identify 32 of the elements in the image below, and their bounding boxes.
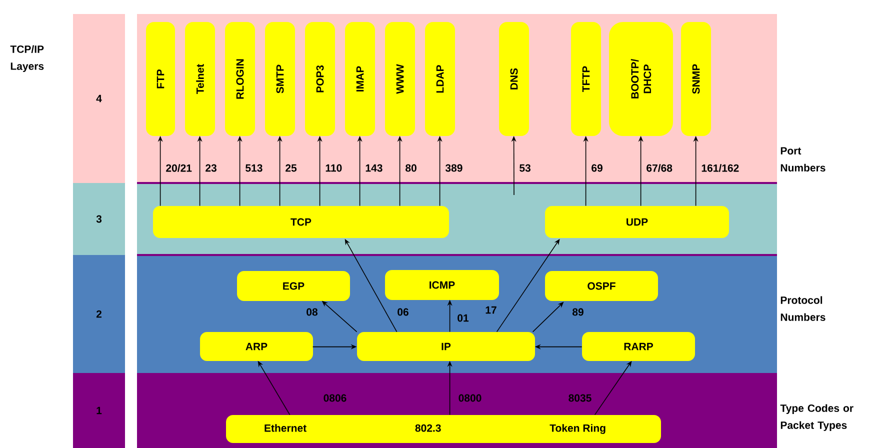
layer-number-cell: 3 [73, 183, 125, 255]
protocol-box: TFTP [571, 22, 601, 136]
protocol-box: WWW [385, 22, 415, 136]
protocol-box: Telnet [185, 22, 215, 136]
side-label: TCP/IP Layers [10, 45, 44, 72]
layer-number-cell: 1 [73, 373, 125, 448]
protocol-box: POP3 [305, 22, 335, 136]
protocol-box: OSPF [545, 271, 658, 301]
protocol-box: UDP [545, 206, 729, 238]
protocol-box: RARP [582, 332, 695, 361]
protocol-box: SNMP [681, 22, 711, 136]
protocol-box: RLOGIN [225, 22, 255, 136]
protocol-box: LDAP [425, 22, 455, 136]
protocol-box: EGP [237, 271, 350, 301]
edge-label: 161/162 [700, 163, 740, 173]
protocol-box: ARP [200, 332, 313, 361]
side-label: Protocol Numbers [780, 296, 826, 321]
side-label: Port Numbers [780, 147, 826, 172]
edge-label: 67/68 [645, 163, 674, 173]
side-label: Type Codes or Packet Types [780, 404, 854, 431]
layer-number-cell: 4 [73, 14, 125, 183]
layer-number-cell: 2 [73, 255, 125, 373]
protocol-box: FTP [146, 22, 175, 136]
protocol-box: IMAP [345, 22, 375, 136]
protocol-box: ICMP [385, 270, 499, 300]
network-box: Ethernet 802.3 Token Ring [226, 415, 661, 443]
protocol-box: DNS [499, 22, 529, 136]
protocol-box: SMTP [265, 22, 295, 136]
protocol-box: IP [357, 332, 535, 361]
protocol-box: TCP [153, 206, 449, 238]
edge-label: 20/21 [164, 163, 193, 173]
protocol-box: BOOTP/ DHCP [609, 22, 673, 136]
